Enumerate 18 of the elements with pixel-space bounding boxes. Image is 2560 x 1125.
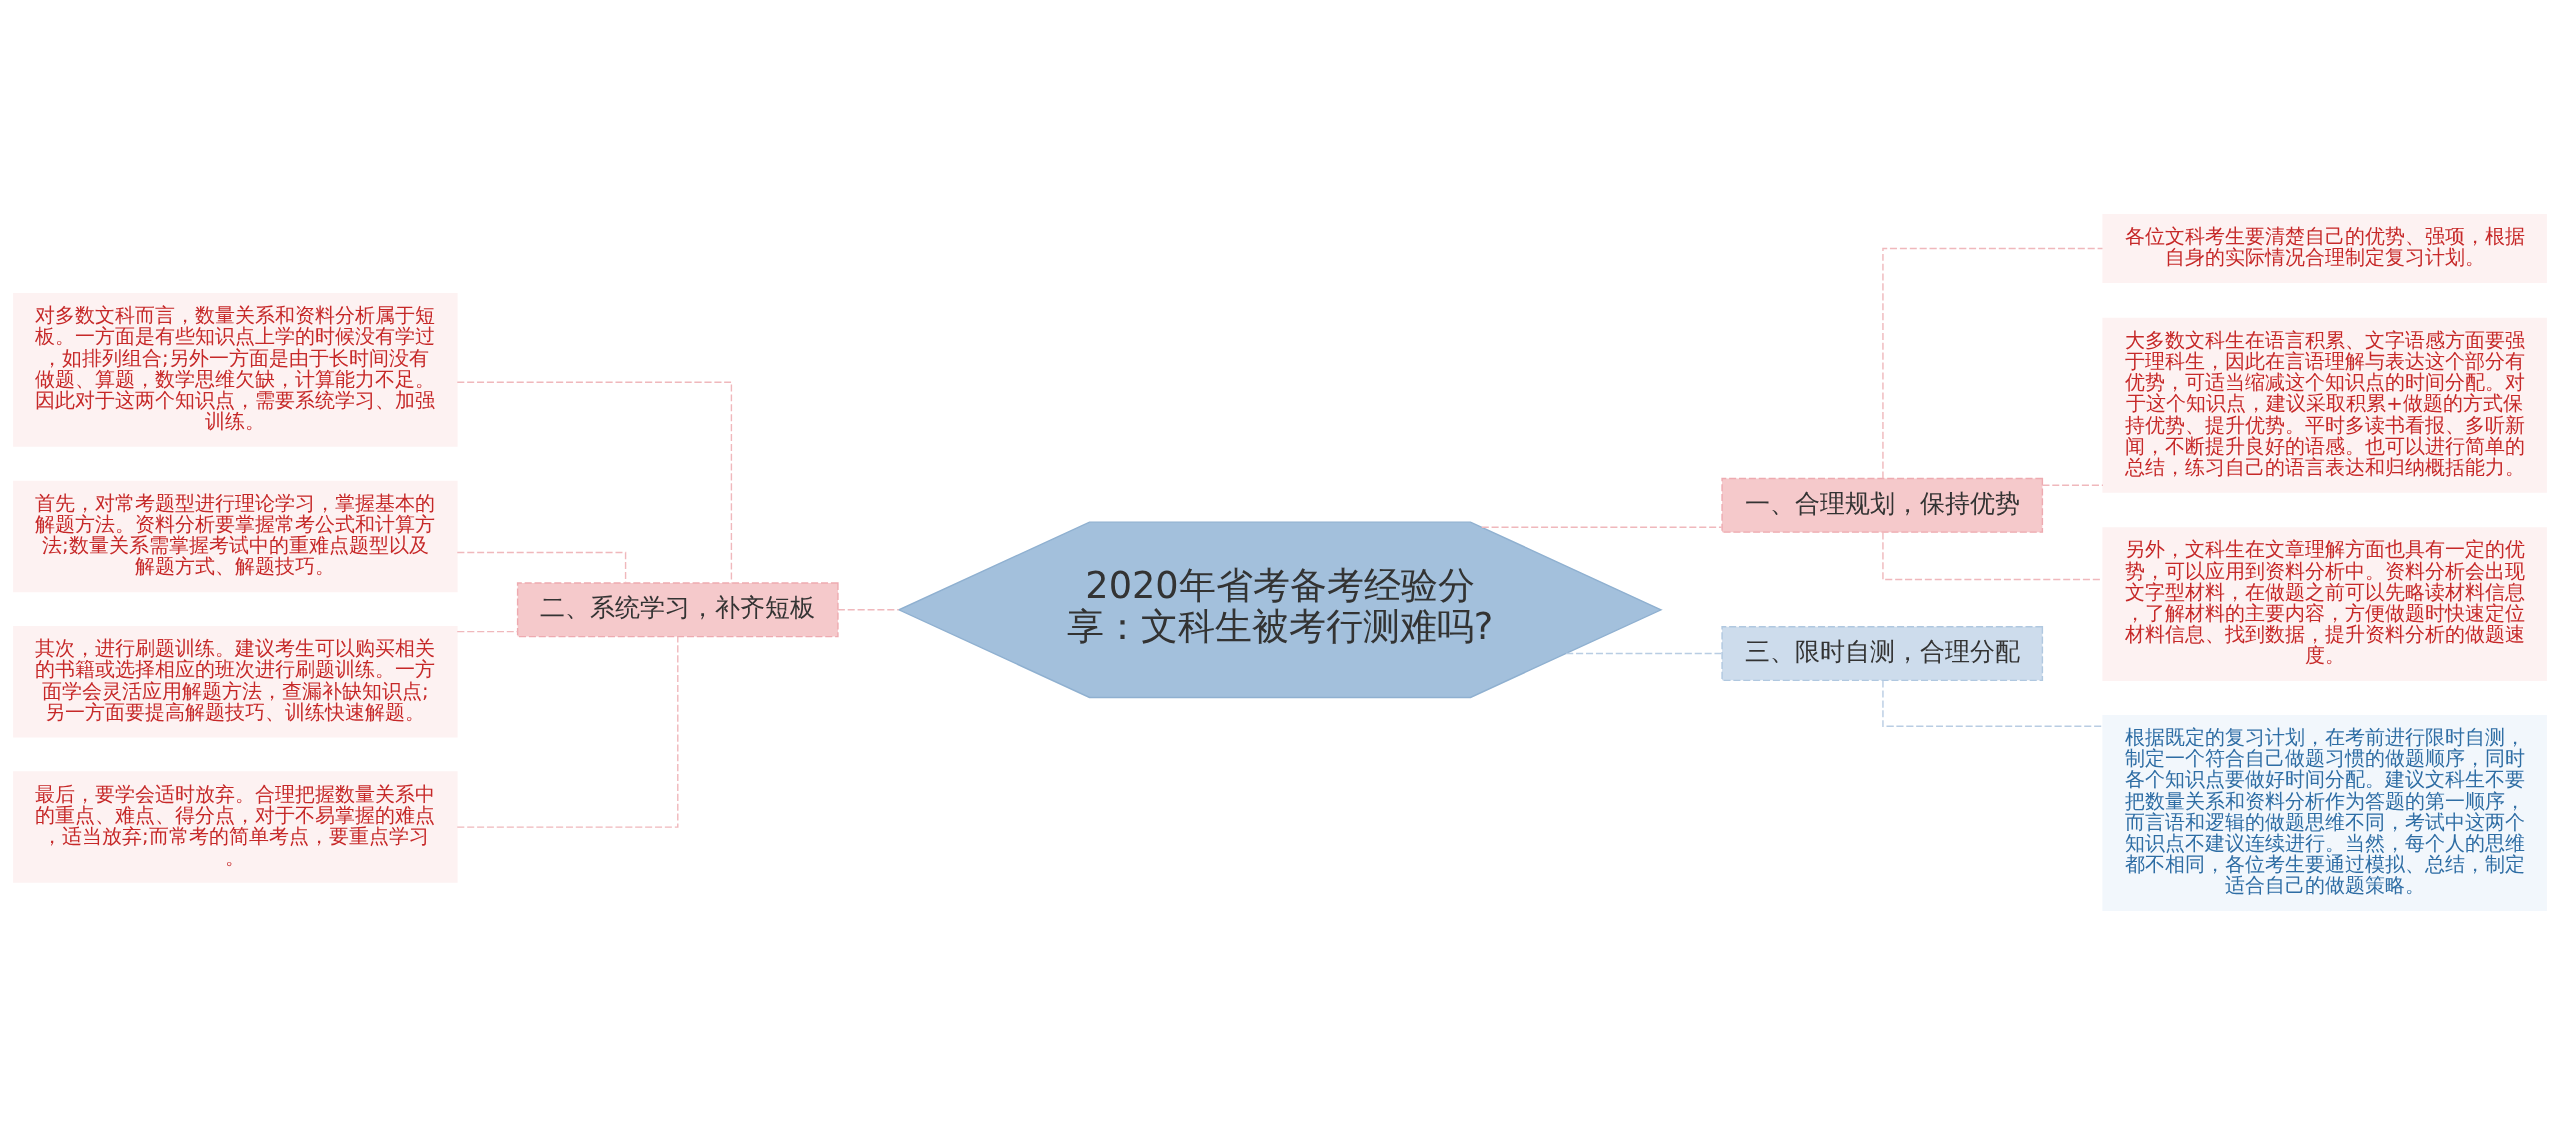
connector xyxy=(1882,679,2104,727)
node-box: 三、限时自测，合理分配 xyxy=(1721,626,2044,682)
node-box: 根据既定的复习计划，在考前进行限时自测，制定一个符合自己做题习惯的做题顺序，同时各个知识点要做好时间分配。建议文科生不要把数量关系和资料分析作为答题的第一顺序，而言语和逻辑的做题思维不同，考试中这两个知识点不建议连续进行。当然，每个人的思维都不相同，各位考生要通过模拟、总结，制定适合自己的做题策略。 xyxy=(2102,714,2547,912)
connector xyxy=(2041,484,2104,486)
node-box: 最后，要学会适时放弃。合理把握数量关系中的重点、难点、得分点，对于不易掌握的难点，适当放弃;而常考的简单考点，要重点学习。 xyxy=(13,771,458,883)
node-box: 首先，对常考题型进行理论学习，掌握基本的解题方法。资料分析要掌握常考公式和计算方法;数量关系需掌握考试中的重难点题型以及解题方式、解题技巧。 xyxy=(13,480,458,593)
node-box: 其次，进行刷题训练。建议考生可以购买相关的书籍或选择相应的班次进行刷题训练。一方面学会灵活应用解题方法，查漏补缺知识点;另一方面要提高解题技巧、训练快速解题。 xyxy=(13,626,458,738)
node-box: 各位文科考生要清楚自己的优势、强项，根据自身的实际情况合理制定复习计划。 xyxy=(2102,213,2547,284)
node-box: 二、系统学习，补齐短板 xyxy=(516,582,839,638)
connector xyxy=(456,381,733,584)
node-box: 一、合理规划，保持优势 xyxy=(1721,477,2044,533)
connector xyxy=(1882,247,2104,480)
connector xyxy=(456,636,679,828)
node-box: 大多数文科生在语言积累、文字语感方面要强于理科生，因此在言语理解与表达这个部分有优势，可适当缩减这个知识点的时间分配。对于这个知识点，建议采取积累+做题的方式保持优势、提升优势。平时多读书看报、多听新闻，不断提升良好的语感。也可以进行简单的总结，练习自己的语言表达和归纳概括能力。 xyxy=(2102,317,2547,493)
connector xyxy=(1481,526,1723,528)
connector xyxy=(1565,652,1723,655)
node-box: 对多数文科而言，数量关系和资料分析属于短板。一方面是有些知识点上学的时候没有学过，如排列组合;另外一方面是由于长时间没有做题、算题，数学思维欠缺，计算能力不足。因此对于这两个知识点，需要系统学习、加强训练。 xyxy=(13,292,458,447)
connector xyxy=(837,609,900,611)
